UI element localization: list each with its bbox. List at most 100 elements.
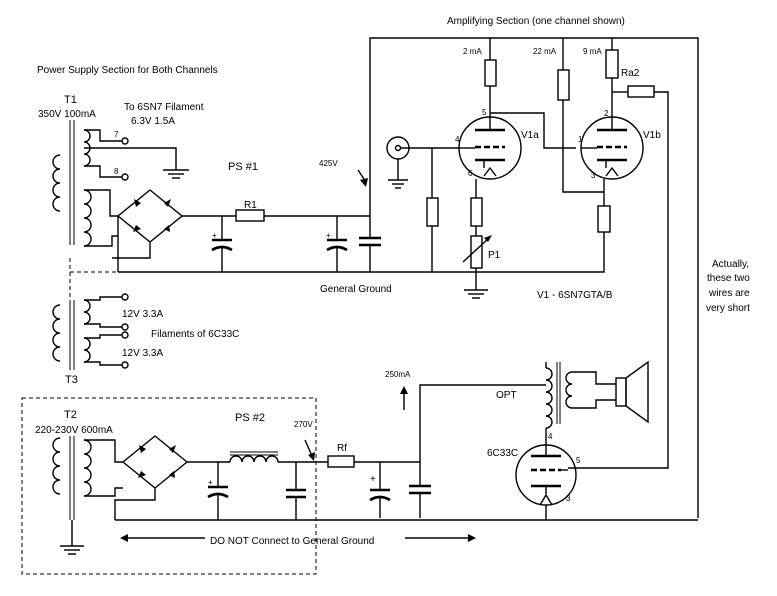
ps2-label: PS #2 [235, 412, 265, 424]
capacitor-ps2-c1: + [207, 462, 229, 520]
ps-section-title: Power Supply Section for Both Channels [37, 65, 218, 76]
resistor-grid-leak [426, 197, 439, 227]
v1b-pin-3: 3 [591, 171, 596, 180]
ground-symbol-t2 [60, 545, 84, 555]
bridge-input-wire-b [84, 235, 118, 247]
ra2-label: Ra2 [621, 68, 640, 79]
bridge-to-t1-wire [112, 242, 151, 259]
v1a-label: V1a [521, 130, 539, 141]
v1b-label: V1b [643, 130, 661, 141]
fil-b-wire-top [84, 334, 122, 339]
svg-text:+: + [370, 474, 376, 485]
transformer-t3 [52, 299, 91, 370]
fil-b-terminal-2 [121, 361, 129, 369]
capacitor-ps1-c1: + [211, 216, 233, 272]
voltage-270-label: 270V [294, 420, 313, 429]
resistor-v1b-cathode [597, 205, 611, 233]
amp-section-title: Amplifying Section (one channel shown) [447, 16, 625, 27]
bridge-rectifier-ps2 [121, 435, 189, 489]
v1-type-label: V1 - 6SN7GTA/B [537, 290, 613, 301]
fil-a-terminal-1 [121, 293, 129, 301]
v1b-pin-2: 2 [604, 109, 609, 118]
ground-symbol-filament [163, 169, 189, 179]
v1a-pin-5: 5 [482, 108, 487, 117]
general-ground-bus [118, 232, 605, 273]
output-pin-3: 3 [566, 494, 571, 503]
fil-a-wire-top [84, 296, 122, 301]
fil-b-wire-bottom [84, 361, 122, 366]
capacitor-ps2-c3: + [369, 462, 391, 518]
dont-connect-arrowhead-left [120, 534, 128, 542]
filament-a-rating: 12V 3.3A [122, 309, 163, 320]
v1b-cathode-wire [562, 100, 604, 193]
ps2-bridge-minus [114, 488, 156, 520]
filament-wire-8 [84, 165, 122, 178]
output-supply-rail [419, 384, 546, 462]
speaker-wire-bottom [572, 399, 616, 409]
general-ground-label: General Ground [320, 284, 392, 295]
ps2-bridge-input-a [84, 439, 123, 463]
speaker-wire-top [572, 371, 616, 385]
t1-label: T1 [64, 94, 77, 106]
capacitor-ps2-c4 [409, 462, 431, 518]
capacitor-ps1-c3 [359, 216, 381, 272]
arrow-270v [304, 439, 313, 457]
t2-label: T2 [64, 409, 77, 421]
bridge-rectifier-ps1 [116, 189, 184, 243]
choke-inductor [229, 451, 279, 463]
svg-text:+: + [326, 231, 331, 240]
transformer-t2 [52, 436, 92, 520]
do-not-connect-label: DO NOT Connect to General Ground [210, 536, 374, 547]
note-line-2: these two [707, 273, 750, 284]
voltage-425-label: 425V [319, 159, 338, 168]
opt-label: OPT [496, 390, 517, 401]
pin-7-label: 7 [114, 130, 119, 139]
filament-ground-wire [84, 147, 177, 170]
potentiometer-p1-arrowhead [484, 235, 492, 242]
resistor-v1a-plate [484, 59, 497, 87]
filament-b-rating: 12V 3.3A [122, 348, 163, 359]
current-22ma-label: 22 mA [533, 47, 557, 56]
bridge-input-wire-a [84, 189, 118, 217]
fil-a-terminal-2 [121, 323, 129, 331]
resistor-rf [327, 455, 355, 468]
svg-text:+: + [212, 231, 217, 240]
terminal-7 [121, 137, 129, 145]
r1-label: R1 [244, 200, 257, 211]
filament-wire-7 [84, 129, 122, 142]
fil-a-wire-bottom [84, 323, 122, 328]
dont-connect-arrowhead-right [468, 534, 476, 542]
output-pin-4: 4 [548, 432, 553, 441]
ps1-label: PS #1 [228, 161, 258, 173]
pin-8-label: 8 [114, 167, 119, 176]
svg-text:+: + [208, 478, 213, 487]
t1-rating: 350V 100mA [38, 109, 96, 120]
tube-v1a [458, 113, 522, 180]
note-line-4: very short [706, 303, 750, 314]
t3-label: T3 [65, 374, 78, 386]
note-line-3: wires are [708, 288, 750, 299]
current-250ma-label: 250mA [385, 370, 411, 379]
ground-symbol-p1 [464, 289, 488, 299]
potentiometer-p1-arrow [462, 237, 490, 263]
current-2ma-label: 2 mA [463, 47, 482, 56]
ps2-bridge-input-b [84, 487, 123, 497]
v1a-pin-6: 6 [468, 169, 473, 178]
resistor-v1a-cathode [470, 197, 483, 227]
p1-label: P1 [488, 250, 501, 261]
filaments-of-label: Filaments of 6C33C [151, 329, 239, 340]
v1a-pin-4: 4 [455, 135, 460, 144]
current-9ma-label: 9 mA [583, 47, 602, 56]
capacitor-ps2-c2 [286, 462, 306, 520]
fil-b-terminal-1 [121, 331, 129, 339]
filament-to-label: To 6SN7 Filament [124, 102, 204, 113]
terminal-8 [121, 173, 129, 181]
resistor-coupling [627, 85, 655, 98]
grid-drive-wire [568, 91, 669, 469]
amp-supply-rail [369, 37, 699, 518]
filament-rating: 6.3V 1.5A [131, 116, 175, 127]
potentiometer-p1 [470, 235, 483, 269]
note-line-1: Actually, [712, 259, 749, 270]
speaker-icon [615, 360, 649, 424]
